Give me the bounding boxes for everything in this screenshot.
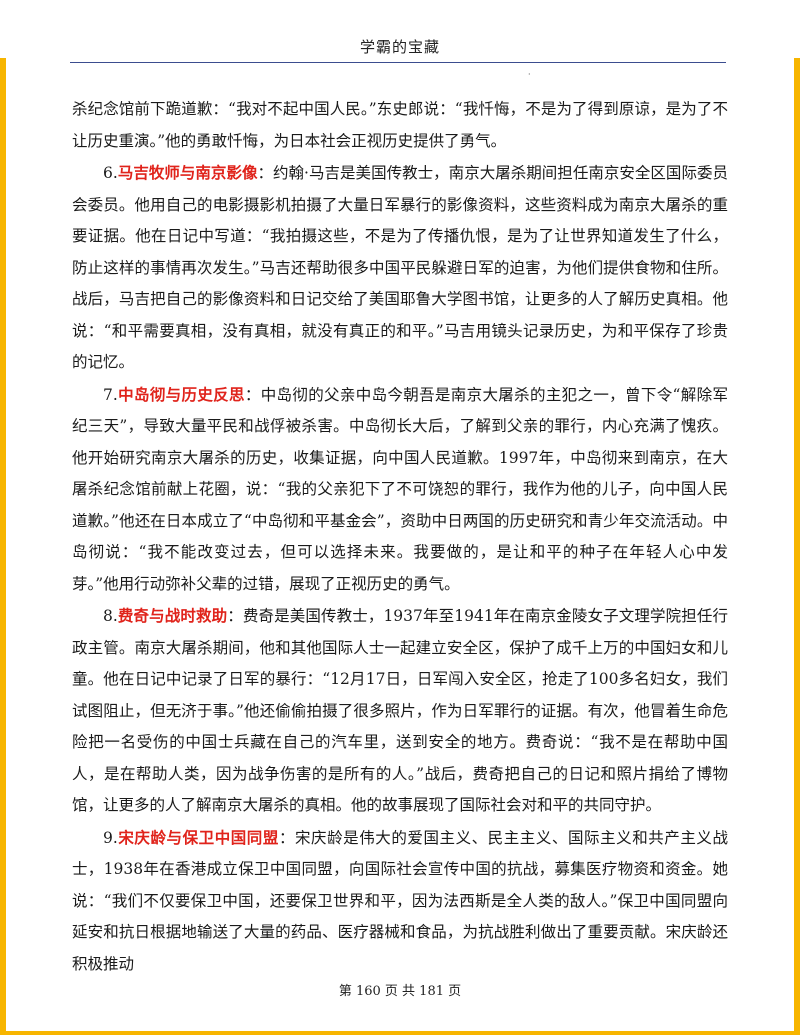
header-dot-mark: · xyxy=(528,70,531,79)
paragraph-item-7: 7.中岛彻与历史反思：中岛彻的父亲中岛今朝吾是南京大屠杀的主犯之一，曾下令“解除… xyxy=(72,379,728,601)
item-number: 6. xyxy=(103,164,118,182)
item-heading: 马吉牧师与南京影像 xyxy=(117,163,258,182)
item-number: 9. xyxy=(103,828,118,847)
item-heading: 宋庆龄与保卫中国同盟 xyxy=(117,827,279,847)
paragraph-item-6: 6.马吉牧师与南京影像：约翰·马吉是美国传教士，南京大屠杀期间担任南京安全区国际… xyxy=(72,157,728,379)
item-number: 8. xyxy=(103,607,118,625)
page-header-title: 学霸的宝藏 xyxy=(359,38,440,56)
paragraph-text: ：宋庆龄是伟大的爱国主义、民主主义、国际主义和共产主义战士，1938年在香港成立… xyxy=(72,828,728,973)
right-border-decoration xyxy=(794,58,800,1035)
paragraph-text: 杀纪念馆前下跪道歉：“我对不起中国人民。”东史郎说：“我忏悔，不是为了得到原谅，… xyxy=(72,100,728,150)
paragraph-text: ：中岛彻的父亲中岛今朝吾是南京大屠杀的主犯之一，曾下令“解除军纪三天”，导致大量… xyxy=(72,385,728,593)
paragraph-item-9: 9.宋庆龄与保卫中国同盟：宋庆龄是伟大的爱国主义、民主主义、国际主义和共产主义战… xyxy=(72,822,728,981)
item-number: 7. xyxy=(103,385,118,404)
header-divider xyxy=(70,62,726,63)
left-border-decoration xyxy=(0,58,6,1035)
item-heading: 中岛彻与历史反思 xyxy=(117,384,245,404)
bottom-border-decoration xyxy=(0,1031,800,1035)
item-heading: 费奇与战时救助 xyxy=(117,606,228,625)
page-number-footer: 第 160 页 共 181 页 xyxy=(338,984,462,999)
paragraph-text: ：费奇是美国传教士，1937年至1941年在南京金陵女子文理学院担任行政主管。南… xyxy=(72,607,728,814)
paragraph-continued: 杀纪念馆前下跪道歉：“我对不起中国人民。”东史郎说：“我忏悔，不是为了得到原谅，… xyxy=(72,94,728,157)
document-body: 杀纪念馆前下跪道歉：“我对不起中国人民。”东史郎说：“我忏悔，不是为了得到原谅，… xyxy=(72,94,728,980)
paragraph-text: ：约翰·马吉是美国传教士，南京大屠杀期间担任南京安全区国际委员会委员。他用自己的… xyxy=(72,164,728,371)
paragraph-item-8: 8.费奇与战时救助：费奇是美国传教士，1937年至1941年在南京金陵女子文理学… xyxy=(72,600,728,822)
